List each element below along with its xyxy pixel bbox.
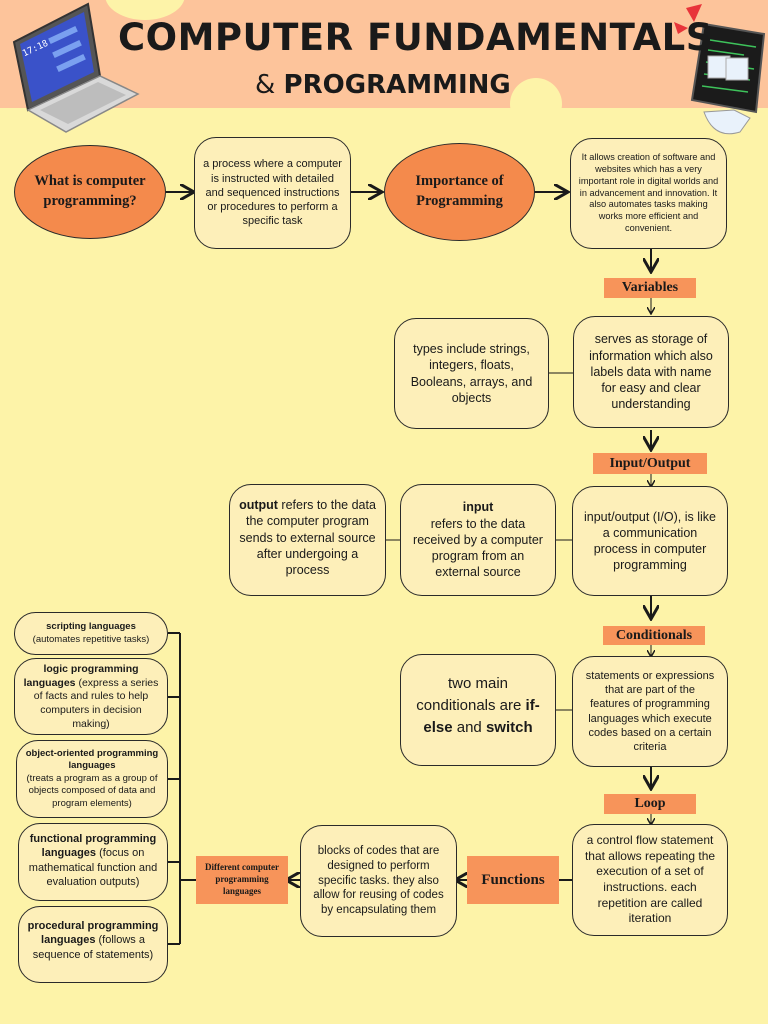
- language-title: procedural programming languages: [27, 920, 159, 947]
- title-sub: & PROGRAMMING: [255, 70, 511, 100]
- functions-desc-box: blocks of codes that are designed to per…: [300, 825, 457, 937]
- output-desc-box: output refers to the data the computer p…: [229, 484, 386, 596]
- language-item: logic programming languages (express a s…: [14, 658, 168, 735]
- definition-box: a process where a computer is instructed…: [194, 137, 351, 249]
- variables-label: Variables: [604, 278, 696, 298]
- output-title: output: [239, 498, 278, 512]
- languages-label: Different computer programming languages: [196, 856, 288, 904]
- decorative-circle: [105, 0, 185, 20]
- importance-oval: Importance of Programming: [384, 143, 535, 241]
- language-item: functional programming languages (focus …: [18, 823, 168, 901]
- variables-types-box: types include strings, integers, floats,…: [394, 318, 549, 429]
- io-desc-box: input/output (I/O), is like a communicat…: [572, 486, 728, 596]
- code-screen-icon: [674, 4, 766, 135]
- functions-label: Functions: [467, 856, 559, 904]
- language-desc: (treats a program as a group of objects …: [26, 772, 158, 809]
- title-main: COMPUTER FUNDAMENTALS: [118, 16, 713, 59]
- language-title: functional programming languages: [29, 833, 157, 860]
- language-item: object-oriented programming languages (t…: [16, 740, 168, 818]
- language-item: scripting languages (automates repetitiv…: [14, 612, 168, 655]
- language-desc: (express a series of facts and rules to …: [33, 676, 159, 730]
- input-output-label: Input/Output: [593, 453, 707, 474]
- conditionals-label: Conditionals: [603, 626, 705, 645]
- and-text: and: [452, 718, 486, 736]
- what-is-programming-oval: What is computer programming?: [14, 145, 166, 239]
- loop-desc-box: a control flow statement that allows rep…: [572, 824, 728, 936]
- input-desc: refers to the data received by a compute…: [413, 516, 543, 580]
- loop-label: Loop: [604, 794, 696, 814]
- conditionals-desc-box: statements or expressions that are part …: [572, 656, 728, 767]
- input-desc-box: input refers to the data received by a c…: [400, 484, 556, 596]
- input-title: input: [462, 500, 494, 515]
- language-item: procedural programming languages (follow…: [18, 906, 168, 983]
- importance-desc-box: It allows creation of software and websi…: [570, 138, 727, 249]
- decorative-circle: [510, 78, 562, 130]
- title-programming: PROGRAMMING: [283, 70, 511, 100]
- language-desc: (follows a sequence of statements): [32, 934, 154, 961]
- title-ampersand: &: [255, 70, 276, 100]
- language-title: object-oriented programming languages: [25, 748, 159, 772]
- language-desc: (automates repetitive tasks): [32, 633, 150, 645]
- laptop-icon: [12, 2, 140, 133]
- language-title: logic programming languages: [23, 663, 139, 689]
- language-title: scripting languages: [46, 621, 136, 633]
- two-main-text: two main conditionals are: [416, 675, 526, 714]
- output-desc: refers to the data the computer program …: [239, 498, 376, 577]
- if-else-text: if-else: [423, 696, 540, 736]
- switch-text: switch: [485, 718, 533, 736]
- conditionals-types-box: two main conditionals are if-else and sw…: [400, 654, 556, 766]
- language-desc: (focus on mathematical function and eval…: [28, 847, 158, 888]
- variables-desc-box: serves as storage of information which a…: [573, 316, 729, 428]
